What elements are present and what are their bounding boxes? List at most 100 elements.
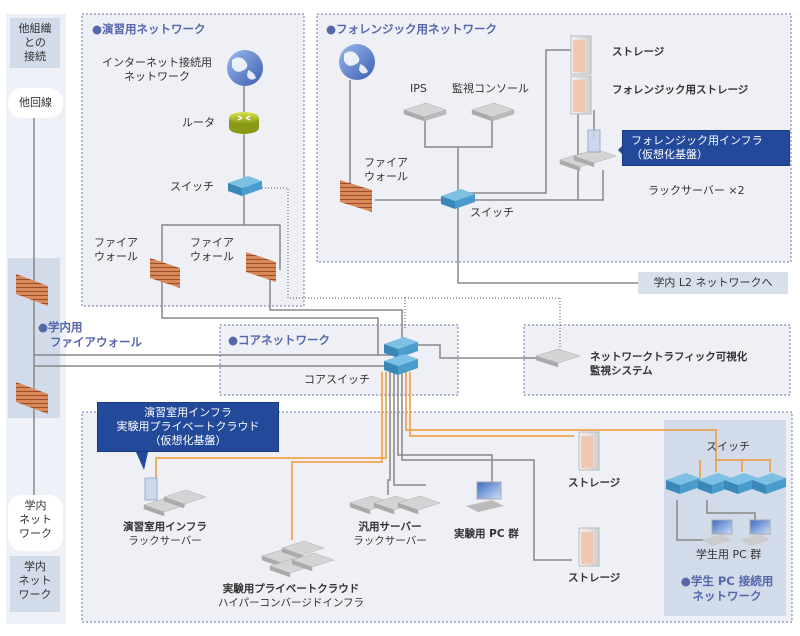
practice-firewall-1 [150,258,180,288]
general-rack-line-1: 汎用サーバー [358,521,422,533]
general-rack-3 [397,495,441,515]
external-connection-line-1: 他組織 [18,22,52,35]
router-icon [229,112,259,134]
forensic-dedicated-storage-label: フォレンジック用ストレージ [612,84,749,96]
practice-firewall1-label: ファイア ウォール [94,236,138,264]
hci-node-4 [291,552,335,572]
lab-callout-pointer [136,452,148,470]
student-laptop-2 [740,519,771,546]
student-pc-icons [702,519,771,546]
console-appliance [471,102,515,122]
ff-line-1: ファイア [364,156,408,169]
forensic-switch-icon [441,189,475,209]
student-switch-icons [666,473,786,494]
pf1-line-1: ファイア [94,236,138,249]
lab-storage-2 [578,527,600,567]
hci-line-2: ハイパーコンバージドインフラ [217,597,365,609]
practice-network-zone [81,13,305,307]
sidebar-firewall-2 [16,382,48,414]
traffic-monitor-appliance [535,348,581,368]
general-rack-1 [349,495,393,515]
sidebar-firewall-1 [16,274,48,306]
traffic-label-2: 監視システム [590,365,653,377]
practice-rack-label: 演習室用インフラ ラックサーバー [110,520,220,548]
traffic-label-1: ネットワークトラフィック可視化 [590,351,748,363]
forensic-infra-callout: フォレンジック用インフラ （仮想化基盤） [622,130,790,166]
general-rack-label: 汎用サーバー ラックサーバー [340,520,440,548]
forensic-storage-label: ストレージ [612,46,665,58]
lab-pc-icon [466,481,504,512]
dotted-link [262,187,406,330]
other-line-pill: 他回線 [8,88,63,118]
pf1-line-2: ウォール [94,250,138,263]
campus-pill-line-2: ネット [19,513,52,526]
ff-line-2: ウォール [364,170,408,183]
firewall-icons [16,180,372,414]
campus-firewall-title-2: ファイアウォール [50,335,142,349]
internet-label-2: ネットワーク [124,70,190,83]
student-title-line-2: ネットワーク [692,589,762,603]
student-laptop-1 [702,519,733,546]
forensic-globe-icon [339,44,375,80]
appliance-icons [143,102,617,578]
general-rack-line-2: ラックサーバー [353,535,427,547]
hci-label: 実験用プライベートクラウド ハイパーコンバージドインフラ [206,582,376,610]
core-switch-label: コアスイッチ [304,373,370,386]
storage-icons [570,35,600,567]
pf2-line-2: ウォール [190,250,234,263]
practice-firewall2-label: ファイア ウォール [190,236,234,264]
core-switch-icon [384,337,418,375]
student-switch-4 [752,473,786,494]
student-title-line-1: ●学生 PC 接続用 [680,574,774,588]
lab-callout-line-1: 演習室用インフラ [144,406,232,419]
traffic-monitor-zone [523,324,791,396]
forensic-network-title: ●フォレンジック用ネットワーク [326,22,498,36]
orange-links [155,372,771,540]
practice-virtual-icon [144,477,158,501]
forensic-callout-line-2: （仮想化基盤） [631,148,708,161]
practice-rack-line-1: 演習室用インフラ [123,521,207,533]
practice-switch-icon [228,176,262,196]
lab-infra-callout: 演習室用インフラ 実験用プライベートクラウド （仮想化基盤） [97,402,279,452]
lab-storage-1 [578,431,600,471]
campus-box-line-3: ワーク [18,588,52,601]
student-switch-label: スイッチ [706,440,750,453]
l2-network-link[interactable]: 学内 L2 ネットワークへ [638,272,788,294]
campus-box-line-1: 学内 [24,560,46,573]
practice-rack-line-2: ラックサーバー [128,535,202,547]
traffic-monitor-label: ネットワークトラフィック可視化 監視システム [590,350,747,378]
student-switch-1 [666,473,700,494]
forensic-switch-label: スイッチ [470,206,514,219]
external-connection-box: 他組織 との 接続 [10,18,60,68]
pf2-line-1: ファイア [190,236,234,249]
forensic-firewall [340,180,372,212]
student-network-zone [664,420,786,616]
internet-label: インターネット接続用 ネットワーク [92,56,222,84]
campus-pill-line-1: 学内 [24,499,47,512]
forensic-callout-line-1: フォレンジック用インフラ [631,134,763,147]
lab-callout-line-2: 実験用プライベートクラウド [116,420,260,433]
practice-network-title: ●演習用ネットワーク [92,22,206,36]
forensic-firewall-label: ファイア ウォール [364,156,408,184]
forensic-rack-label: ラックサーバー ×2 [648,184,745,197]
external-connection-line-2: との [24,36,46,49]
internet-globe-icon [227,50,263,86]
core-network-zone [219,324,459,396]
student-network-title: ●学生 PC 接続用 ネットワーク [678,574,776,604]
core-network-title: ●コアネットワーク [228,333,331,347]
practice-rack-2 [163,489,207,509]
external-connection-line-3: 接続 [24,50,46,63]
ips-appliance [403,102,447,122]
gray-links [33,49,756,561]
practice-switch-label: スイッチ [170,180,214,193]
campus-firewall-title-1: ●学内用 [38,320,83,334]
internet-label-1: インターネット接続用 [102,56,212,69]
campus-box-line-2: ネット [18,574,52,587]
student-pc-label: 学生用 PC 群 [696,548,762,561]
lab-pc-label: 実験用 PC 群 [454,528,519,540]
campus-network-pill: 学内 ネット ワーク [8,495,63,551]
forensic-storage-2 [570,75,592,115]
lab-storage2-label: ストレージ [568,572,621,584]
practice-firewall-2 [246,252,276,282]
console-label: 監視コンソール [452,82,529,95]
